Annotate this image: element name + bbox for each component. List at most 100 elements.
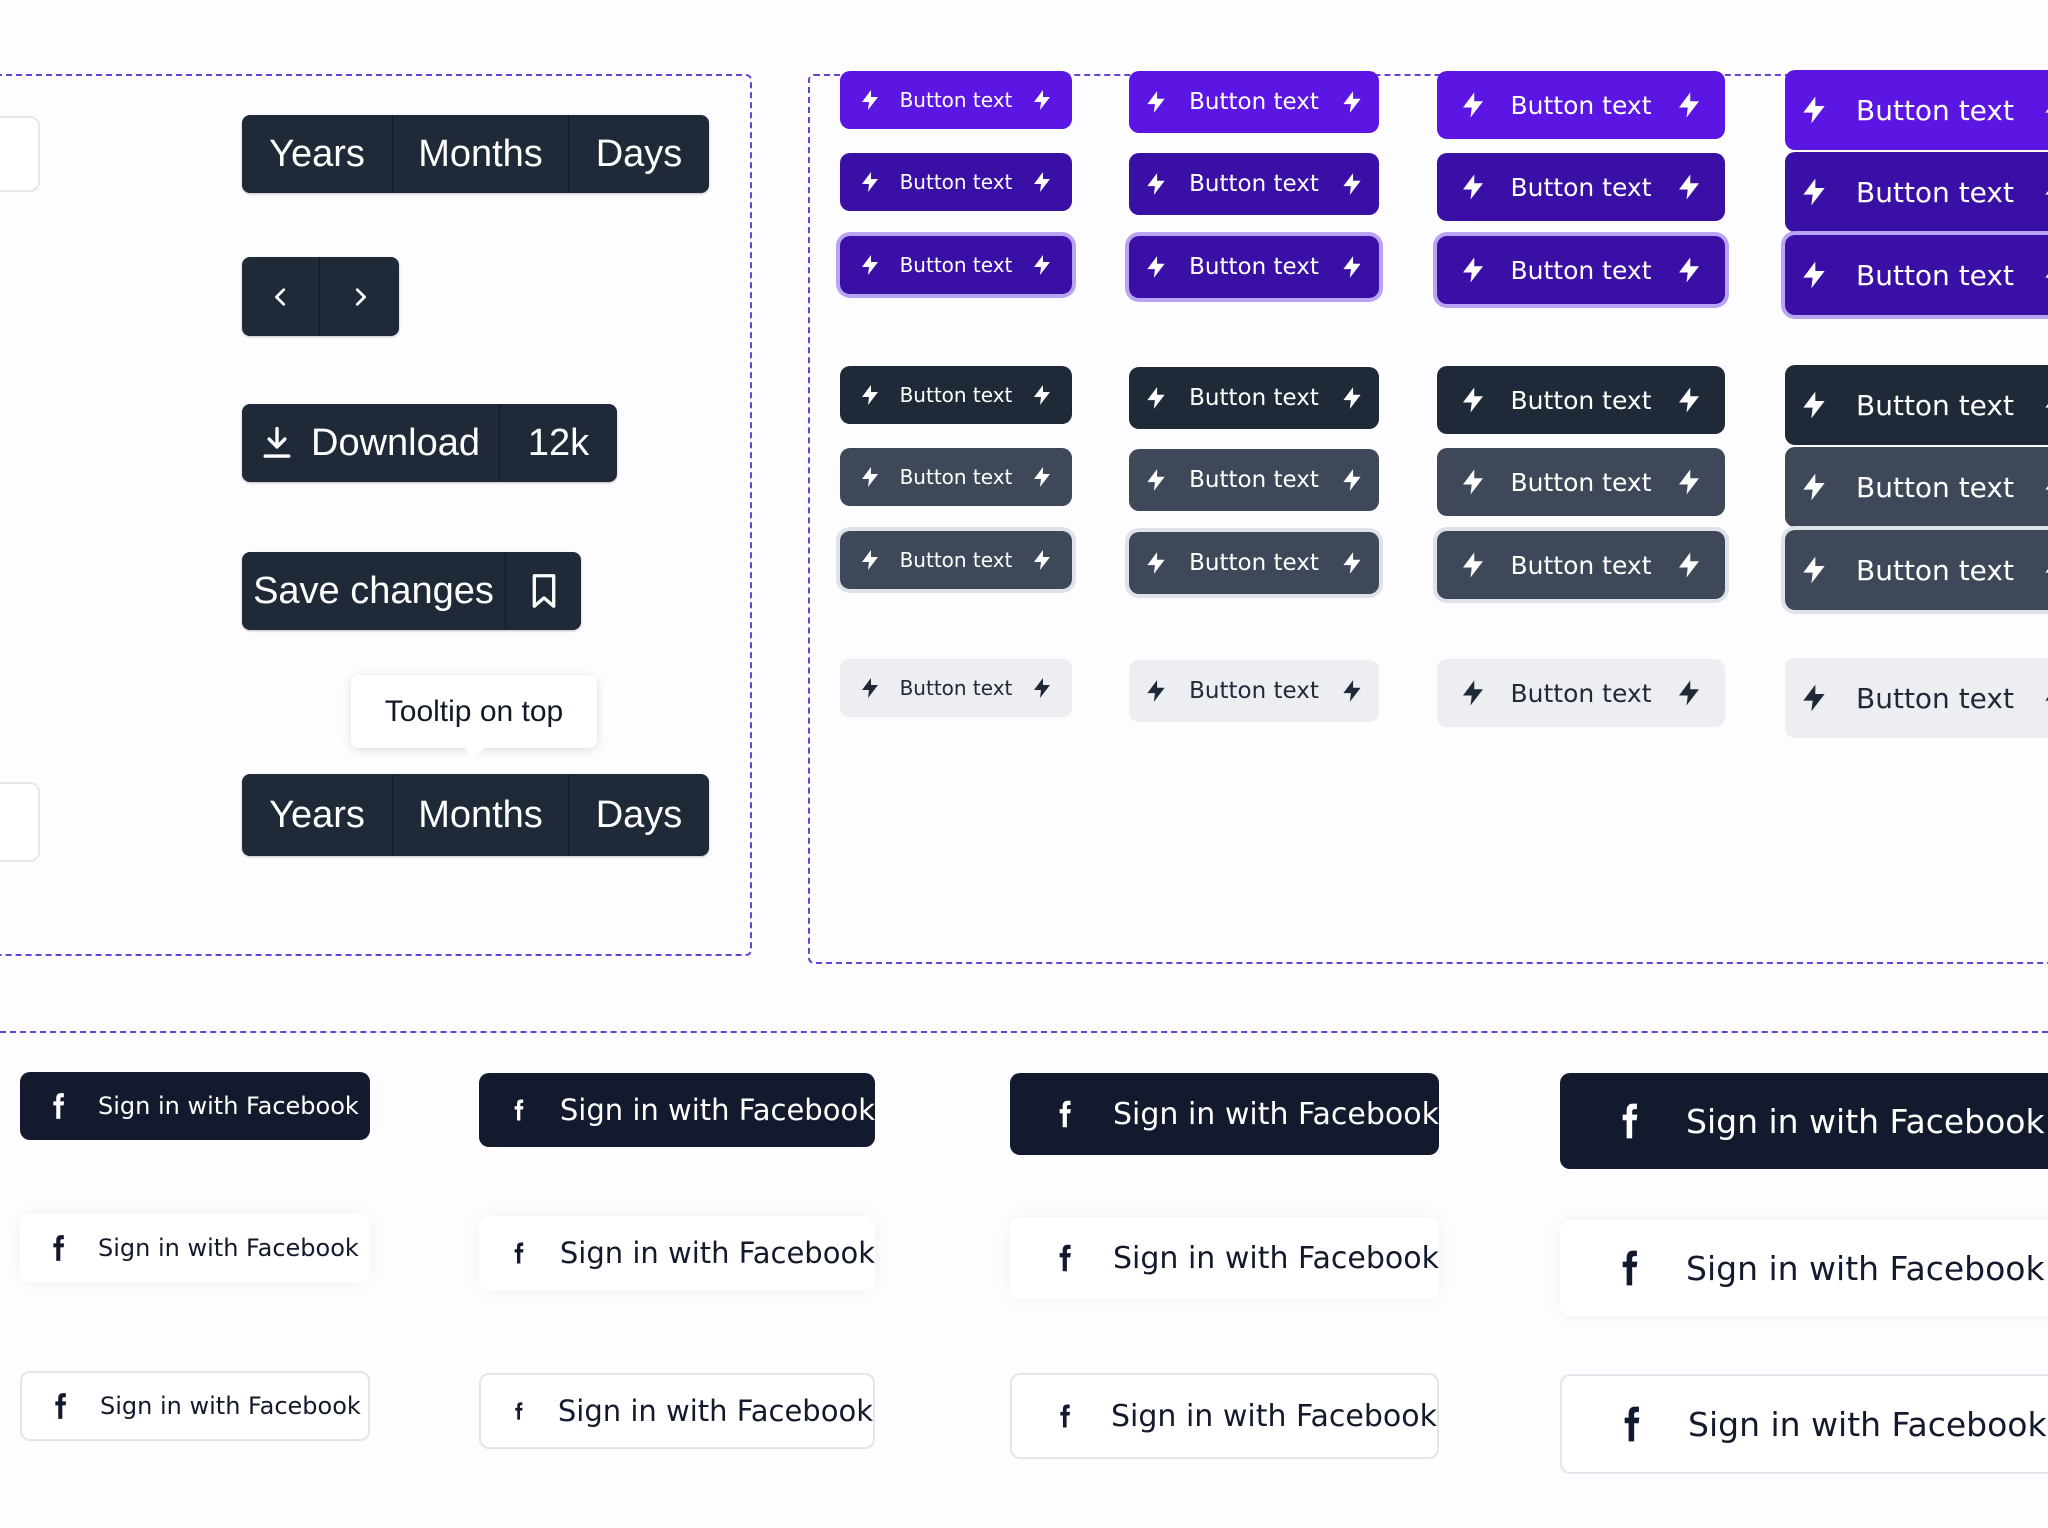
chevron-right-icon — [355, 287, 366, 306]
button-neutral-light-size-2[interactable]: Button text — [1129, 660, 1379, 722]
bolt-icon — [1343, 387, 1361, 409]
bolt-icon — [1343, 469, 1361, 491]
button-neutral-dark-size-1[interactable]: Button text — [840, 366, 1072, 424]
download-count[interactable]: 12k — [499, 404, 617, 482]
button-label: Button text — [1189, 171, 1319, 197]
cropped-control-top[interactable] — [0, 116, 40, 192]
button-label: Button text — [1189, 678, 1319, 704]
bolt-icon — [1678, 469, 1699, 495]
facebook-icon — [53, 1093, 65, 1119]
button-label: Button text — [1189, 385, 1319, 411]
button-neutral-gray-size-4[interactable]: Button text — [1785, 447, 2048, 527]
bolt-icon — [2045, 404, 2048, 408]
facebook-signin-label: Sign in with Facebook — [1686, 1248, 2045, 1288]
next-button[interactable] — [319, 257, 399, 336]
button-neutral-focus-size-1[interactable]: Button text — [840, 531, 1072, 589]
save-changes-button[interactable]: Save changes — [253, 569, 494, 612]
bolt-icon — [1678, 680, 1699, 706]
button-primary-dark-size-1[interactable]: Button text — [840, 153, 1072, 211]
facebook-signin-outline-size-3[interactable]: Sign in with Facebook — [1010, 1373, 1439, 1459]
facebook-signin-dark-size-3[interactable]: Sign in with Facebook — [1010, 1073, 1439, 1155]
segment-days[interactable]: Days — [568, 115, 709, 193]
facebook-signin-dark-size-4[interactable]: Sign in with Facebook — [1560, 1073, 2048, 1169]
bolt-icon — [1463, 469, 1484, 495]
bolt-icon — [1803, 684, 1825, 712]
button-label: Button text — [1856, 258, 2014, 292]
button-neutral-dark-size-4[interactable]: Button text — [1785, 365, 2048, 445]
facebook-signin-label: Sign in with Facebook — [100, 1392, 361, 1420]
segment-months[interactable]: Months — [392, 115, 568, 193]
bolt-icon — [1803, 473, 1825, 501]
button-primary-size-4[interactable]: Button text — [1785, 70, 2048, 150]
save-group: Save changes — [242, 552, 581, 630]
button-neutral-light-size-4[interactable]: Button text — [1785, 658, 2048, 738]
bolt-icon — [1463, 174, 1484, 200]
button-primary-focus-size-2[interactable]: Button text — [1129, 236, 1379, 298]
facebook-signin-outline-size-1[interactable]: Sign in with Facebook — [20, 1371, 370, 1441]
download-label: Download — [311, 421, 480, 464]
bolt-icon — [1678, 552, 1699, 578]
bolt-icon — [1343, 680, 1361, 702]
facebook-signin-outline-size-4[interactable]: Sign in with Facebook — [1560, 1374, 2048, 1474]
bolt-icon — [1678, 257, 1699, 283]
bolt-icon — [2045, 486, 2048, 490]
button-neutral-focus-size-3[interactable]: Button text — [1437, 531, 1725, 599]
bolt-icon — [1803, 556, 1825, 584]
segment-years[interactable]: Years — [269, 132, 365, 175]
bolt-icon — [1147, 552, 1165, 574]
button-primary-focus-size-3[interactable]: Button text — [1437, 236, 1725, 304]
bookmark-button[interactable] — [505, 552, 581, 630]
facebook-signin-outline-size-2[interactable]: Sign in with Facebook — [479, 1373, 875, 1449]
facebook-signin-ghost-size-3[interactable]: Sign in with Facebook — [1010, 1217, 1439, 1299]
bolt-icon — [1034, 678, 1051, 698]
bolt-icon — [1034, 255, 1051, 275]
cropped-control-bottom[interactable] — [0, 782, 40, 862]
bolt-icon — [861, 678, 878, 698]
bolt-icon — [1147, 91, 1165, 113]
facebook-signin-dark-size-2[interactable]: Sign in with Facebook — [479, 1073, 875, 1147]
bolt-icon — [1147, 469, 1165, 491]
facebook-signin-dark-size-1[interactable]: Sign in with Facebook — [20, 1072, 370, 1140]
segment-days-bottom[interactable]: Days — [568, 774, 709, 856]
button-neutral-gray-size-1[interactable]: Button text — [840, 448, 1072, 506]
bolt-icon — [2045, 274, 2048, 278]
button-neutral-light-size-1[interactable]: Button text — [840, 659, 1072, 717]
bookmark-icon — [532, 574, 555, 608]
button-primary-dark-size-2[interactable]: Button text — [1129, 153, 1379, 215]
bolt-icon — [1343, 91, 1361, 113]
pager-group — [242, 257, 399, 336]
button-neutral-dark-size-3[interactable]: Button text — [1437, 366, 1725, 434]
button-primary-dark-size-3[interactable]: Button text — [1437, 153, 1725, 221]
bolt-icon — [1147, 256, 1165, 278]
facebook-signin-ghost-size-4[interactable]: Sign in with Facebook — [1560, 1220, 2048, 1316]
facebook-icon — [1622, 1250, 1638, 1286]
prev-button[interactable] — [242, 257, 319, 336]
download-button[interactable]: Download — [242, 404, 499, 482]
button-label: Button text — [1189, 89, 1319, 115]
button-primary-size-1[interactable]: Button text — [840, 71, 1072, 129]
button-neutral-focus-size-4[interactable]: Button text — [1785, 530, 2048, 610]
segment-years-bottom[interactable]: Years — [269, 793, 365, 836]
bolt-icon — [1147, 173, 1165, 195]
button-label: Button text — [1189, 467, 1319, 493]
button-primary-size-3[interactable]: Button text — [1437, 71, 1725, 139]
facebook-icon — [55, 1393, 67, 1419]
button-neutral-dark-size-2[interactable]: Button text — [1129, 367, 1379, 429]
button-primary-size-2[interactable]: Button text — [1129, 71, 1379, 133]
facebook-signin-ghost-size-1[interactable]: Sign in with Facebook — [20, 1214, 370, 1282]
facebook-signin-ghost-size-2[interactable]: Sign in with Facebook — [479, 1216, 875, 1290]
button-variants-frame — [808, 74, 2048, 964]
bolt-icon — [861, 385, 878, 405]
button-primary-focus-size-4[interactable]: Button text — [1785, 235, 2048, 315]
button-neutral-gray-size-2[interactable]: Button text — [1129, 449, 1379, 511]
button-primary-focus-size-1[interactable]: Button text — [840, 236, 1072, 294]
button-neutral-gray-size-3[interactable]: Button text — [1437, 448, 1725, 516]
bolt-icon — [861, 467, 878, 487]
segment-months-bottom[interactable]: Months — [392, 774, 568, 856]
button-neutral-focus-size-2[interactable]: Button text — [1129, 532, 1379, 594]
button-neutral-light-size-3[interactable]: Button text — [1437, 659, 1725, 727]
bolt-icon — [1147, 680, 1165, 702]
bolt-icon — [1678, 387, 1699, 413]
button-primary-dark-size-4[interactable]: Button text — [1785, 152, 2048, 232]
bolt-icon — [1803, 96, 1825, 124]
